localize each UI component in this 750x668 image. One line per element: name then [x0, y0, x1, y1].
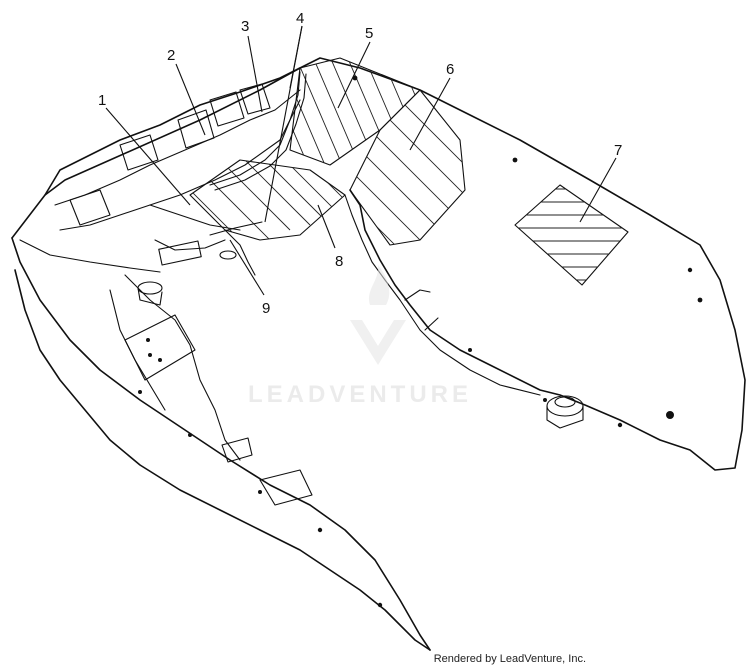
decal-7 [514, 184, 629, 286]
footer-credit: Rendered by LeadVenture, Inc. [433, 653, 586, 665]
leader-lines [105, 25, 617, 296]
rear-bulkhead-panel [44, 67, 301, 266]
hinge-strap [209, 71, 301, 186]
floor-panel-body [11, 57, 746, 651]
callout-labels: 1 2 3 4 5 6 7 8 9 [98, 10, 622, 317]
leadventure-watermark: LEADVENTURE [248, 265, 472, 408]
callout-9: 9 [262, 300, 270, 317]
callout-8: 8 [335, 253, 343, 270]
callout-5: 5 [365, 25, 373, 42]
decal-8 [189, 159, 346, 241]
fastener-dots [138, 75, 703, 608]
decal-6 [349, 89, 466, 246]
watermark-text: LEADVENTURE [248, 381, 472, 408]
callout-6: 6 [446, 61, 454, 78]
callout-1: 1 [98, 92, 106, 109]
callout-2: 2 [167, 47, 175, 64]
callout-4: 4 [296, 10, 304, 27]
callout-3: 3 [241, 18, 249, 35]
callout-7: 7 [614, 142, 622, 159]
